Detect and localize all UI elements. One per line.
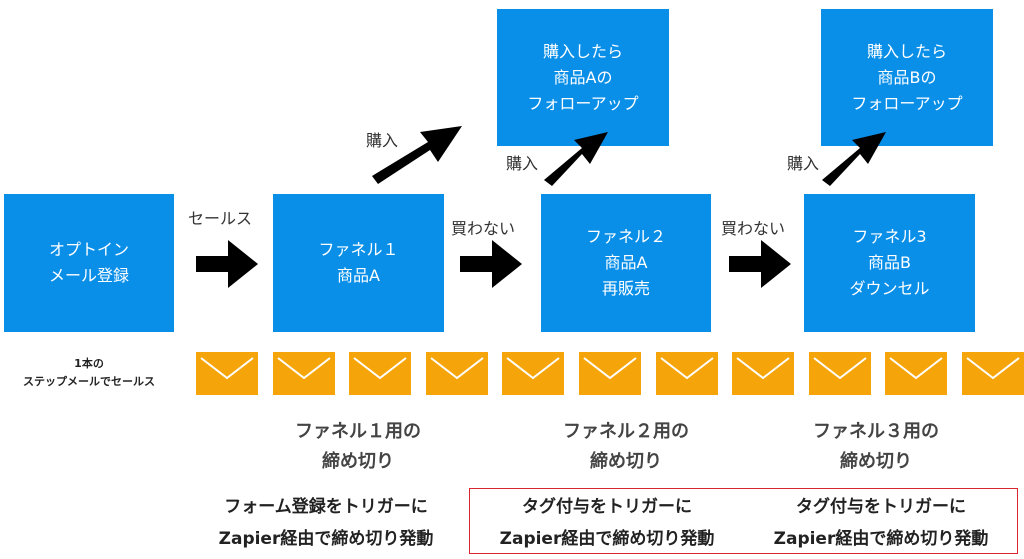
- no-buy-label-2: 買わない: [721, 219, 786, 238]
- optin-box: オプトイン メール登録: [4, 194, 174, 332]
- buy-label-3: 購入: [787, 154, 820, 173]
- funnel1-line-1: ファネル１: [318, 240, 399, 259]
- funnel1-deadline-line-2: 締め切り: [322, 451, 394, 472]
- form-trigger: フォーム登録をトリガーに Zapier経由で締め切り発動: [195, 491, 457, 555]
- funnel2-deadline-line-1: ファネル２用の: [563, 421, 689, 442]
- step-mail-label-line-2: ステップメールでセールス: [23, 375, 155, 388]
- followup-b-line-1: 購入したら: [866, 41, 947, 61]
- envelope-icon: [656, 352, 718, 395]
- tag-trigger-1-line-1: タグ付与をトリガーに: [522, 497, 692, 517]
- followup-b-line-2: 商品Bの: [877, 67, 937, 87]
- envelope-icon: [885, 352, 947, 395]
- right-arrow-icon: [460, 240, 522, 288]
- form-trigger-line-2: Zapier経由で締め切り発動: [218, 529, 434, 549]
- funnel3-deadline-line-2: 締め切り: [840, 451, 912, 472]
- tag-trigger-2-line-1: タグ付与をトリガーに: [796, 497, 966, 517]
- tag-trigger-1-line-2: Zapier経由で締め切り発動: [499, 529, 715, 549]
- diagonal-arrow-icon: [822, 132, 886, 186]
- right-arrow-icon: [196, 240, 258, 288]
- step-mail-label: 1本の ステップメールでセールス: [0, 355, 178, 391]
- funnel2-deadline: ファネル２用の 締め切り: [526, 417, 726, 477]
- step-mail-label-line-1: 1本の: [74, 357, 104, 370]
- funnel3-deadline-line-1: ファネル３用の: [813, 421, 939, 442]
- optin-line-2: メール登録: [48, 266, 129, 285]
- no-buy-label-1: 買わない: [451, 219, 516, 238]
- buy-label-2: 購入: [506, 154, 539, 173]
- funnel2-line-2: 商品A: [604, 253, 648, 272]
- envelope-icon: [962, 352, 1024, 395]
- followup-a-line-2: 商品Aの: [553, 67, 613, 87]
- diagonal-arrow-icon: [544, 132, 608, 186]
- funnel3-deadline: ファネル３用の 締め切り: [776, 417, 976, 477]
- buy-label-1: 購入: [366, 131, 399, 150]
- form-trigger-line-1: フォーム登録をトリガーに: [224, 497, 428, 517]
- followup-b-box: 購入したら 商品Bの フォローアップ: [821, 9, 993, 146]
- funnel2-box: ファネル２ 商品A 再販売: [541, 194, 711, 332]
- envelope-icon: [732, 352, 794, 395]
- right-arrow-icon: [729, 240, 791, 288]
- funnel2-deadline-line-2: 締め切り: [590, 451, 662, 472]
- followup-b-line-3: フォローアップ: [851, 93, 963, 113]
- envelope-icon: [196, 352, 258, 395]
- envelope-icon: [809, 352, 871, 395]
- sales-label: セールス: [188, 209, 253, 228]
- envelope-icon: [502, 352, 564, 395]
- funnel1-box: ファネル１ 商品A: [273, 194, 444, 332]
- funnel1-deadline: ファネル１用の 締め切り: [258, 417, 458, 477]
- funnel2-line-1: ファネル２: [585, 227, 666, 246]
- funnel1-line-2: 商品A: [337, 266, 380, 285]
- envelope-icon: [426, 352, 488, 395]
- tag-trigger-1: タグ付与をトリガーに Zapier経由で締め切り発動: [476, 491, 738, 555]
- tag-trigger-2: タグ付与をトリガーに Zapier経由で締め切り発動: [750, 491, 1012, 555]
- optin-line-1: オプトイン: [48, 240, 129, 259]
- diagonal-arrow-icon: [372, 126, 462, 184]
- funnel3-line-1: ファネル3: [852, 227, 927, 246]
- highlight-frame: [469, 488, 1018, 554]
- envelope-icon: [273, 352, 335, 395]
- funnel2-line-3: 再販売: [601, 279, 650, 298]
- funnel3-box: ファネル3 商品B ダウンセル: [804, 194, 975, 332]
- funnel3-line-2: 商品B: [868, 253, 911, 272]
- funnel3-line-3: ダウンセル: [849, 279, 930, 298]
- followup-a-line-1: 購入したら: [542, 41, 623, 61]
- funnel1-deadline-line-1: ファネル１用の: [295, 421, 421, 442]
- tag-trigger-2-line-2: Zapier経由で締め切り発動: [773, 529, 989, 549]
- followup-a-box: 購入したら 商品Aの フォローアップ: [497, 9, 669, 146]
- envelope-icon: [579, 352, 641, 395]
- envelope-icon: [349, 352, 411, 395]
- followup-a-line-3: フォローアップ: [527, 93, 639, 113]
